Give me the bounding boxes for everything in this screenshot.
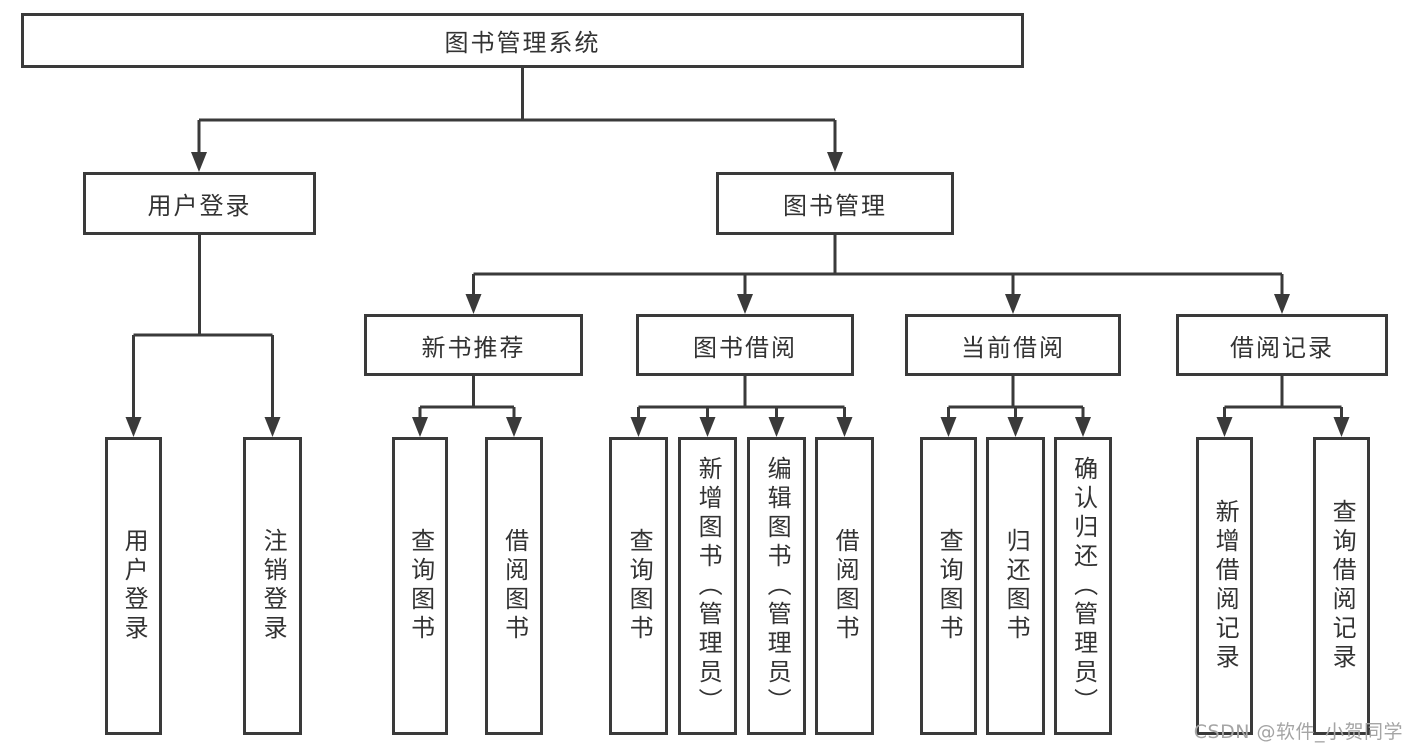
leaf-borrow-books-2: 借阅图书	[815, 437, 874, 735]
leaf-logout: 注销登录	[243, 437, 302, 735]
root-title-label: 图书管理系统	[444, 29, 601, 57]
node-book-management: 图书管理	[716, 172, 954, 235]
leaf-query-books-1: 查询图书	[392, 437, 448, 735]
leaf-return-books-label: 归还图书	[1002, 528, 1031, 644]
leaf-query-books-2: 查询图书	[609, 437, 668, 735]
node-root-title: 图书管理系统	[21, 13, 1024, 68]
leaf-query-borrow-record: 查询借阅记录	[1313, 437, 1370, 735]
new-book-recommend-label: 新书推荐	[421, 333, 526, 362]
book-management-label: 图书管理	[783, 192, 887, 220]
csdn-watermark: CSDN @软件_小贺同学	[1193, 721, 1403, 743]
leaf-add-books-admin-label: 新增图书（管理员）	[694, 455, 723, 717]
node-book-borrow: 图书借阅	[636, 314, 854, 376]
node-new-book-recommend: 新书推荐	[364, 314, 583, 376]
leaf-confirm-return-admin: 确认归还（管理员）	[1054, 437, 1112, 735]
leaf-query-books-2-label: 查询图书	[625, 528, 654, 644]
leaf-user-login: 用户登录	[105, 437, 162, 735]
leaf-user-login-label: 用户登录	[120, 528, 149, 644]
leaf-confirm-return-admin-label: 确认归还（管理员）	[1069, 455, 1098, 717]
leaf-borrow-books-1-label: 借阅图书	[500, 528, 529, 644]
node-current-borrow: 当前借阅	[905, 314, 1121, 376]
leaf-edit-books-admin: 编辑图书（管理员）	[747, 437, 806, 735]
leaf-borrow-books-2-label: 借阅图书	[831, 528, 860, 644]
book-borrow-label: 图书借阅	[693, 333, 797, 362]
leaf-query-books-3-label: 查询图书	[935, 528, 964, 644]
leaf-query-books-1-label: 查询图书	[406, 528, 435, 644]
user-login-label: 用户登录	[147, 192, 252, 220]
leaf-logout-label: 注销登录	[259, 528, 288, 644]
leaf-add-books-admin: 新增图书（管理员）	[678, 437, 737, 735]
borrow-records-label: 借阅记录	[1230, 333, 1334, 362]
leaf-add-borrow-record: 新增借阅记录	[1196, 437, 1253, 735]
leaf-query-borrow-record-label: 查询借阅记录	[1328, 499, 1357, 673]
leaf-return-books: 归还图书	[986, 437, 1045, 735]
current-borrow-label: 当前借阅	[961, 333, 1065, 362]
leaf-edit-books-admin-label: 编辑图书（管理员）	[763, 455, 792, 717]
node-borrow-records: 借阅记录	[1176, 314, 1388, 376]
leaf-query-books-3: 查询图书	[920, 437, 977, 735]
node-user-login: 用户登录	[83, 172, 316, 235]
leaf-add-borrow-record-label: 新增借阅记录	[1211, 499, 1240, 673]
leaf-borrow-books-1: 借阅图书	[485, 437, 543, 735]
